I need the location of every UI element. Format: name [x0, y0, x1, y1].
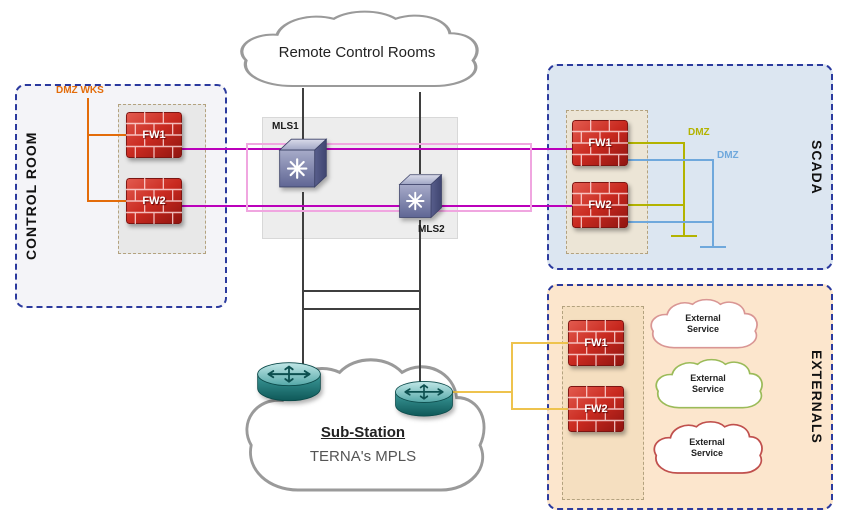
scada-dmz2-branch-fw1 [628, 159, 714, 161]
switch-icon [398, 173, 443, 219]
firewall-icon [568, 320, 624, 366]
scada-firewall-1: FW1 [572, 120, 628, 166]
cloud-icon [240, 10, 479, 87]
scada-firewall-2: FW2 [572, 182, 628, 228]
router-icon [395, 381, 453, 417]
link-remotecloud-mls2 [419, 92, 421, 174]
cloud-icon [655, 358, 763, 409]
firewall-label: FW1 [584, 337, 608, 349]
remote-control-rooms-cloud: Remote Control Rooms [228, 6, 486, 102]
dmz-wks-label: DMZ WKS [56, 85, 104, 96]
mls1-label: MLS1 [272, 121, 299, 132]
redundant-link-right [530, 143, 532, 212]
scada-dmz1-branch-fw2 [628, 204, 684, 206]
core-switch-mls1 [278, 135, 328, 192]
dmz-wks-trunk [87, 98, 89, 202]
scada-dmz1-rail [683, 142, 685, 236]
firewall-icon [568, 386, 624, 432]
firewall-label: FW2 [588, 199, 612, 211]
substation-title: Sub-Station [320, 424, 406, 441]
dmz-wks-branch-fw2 [87, 200, 126, 202]
crossbar-link-2 [302, 308, 421, 310]
externals-link-fw1 [511, 342, 569, 344]
scada-dmz2-rail [712, 159, 714, 247]
core-switch-mls2 [398, 171, 443, 222]
external-service-label: External Service [690, 373, 726, 395]
firewall-icon [572, 120, 628, 166]
firewall-icon [126, 112, 182, 158]
externals-firewall-2: FW2 [568, 386, 624, 432]
externals-zone-label: EXTERNALS [809, 350, 825, 444]
router-2 [394, 379, 454, 421]
dmz-wks-branch-fw1 [87, 134, 126, 136]
core-link-row1 [180, 148, 572, 150]
core-link-row2 [180, 205, 572, 207]
externals-feed-from-router2 [450, 391, 513, 393]
scada-dmz2-stub [700, 246, 726, 248]
scada-zone-label: SCADA [809, 139, 825, 195]
firewall-icon [126, 178, 182, 224]
mls2-label: MLS2 [418, 224, 445, 235]
crossbar-link-1 [302, 290, 421, 292]
router-1 [256, 360, 322, 406]
scada-dmz1-branch-fw1 [628, 142, 684, 144]
external-service-label: External Service [685, 313, 721, 335]
externals-firewall-1: FW1 [568, 320, 624, 366]
external-service-cloud-3: External Service [648, 418, 766, 484]
firewall-label: FW2 [584, 403, 608, 415]
controlroom-firewall-1: FW1 [126, 112, 182, 158]
remote-cloud-label: Remote Control Rooms [278, 44, 436, 61]
externals-rail [511, 342, 513, 410]
firewall-label: FW2 [142, 195, 166, 207]
link-remotecloud-mls1 [302, 88, 304, 140]
externals-link-fw2 [511, 408, 569, 410]
cloud-icon [653, 421, 763, 474]
scada-dmz1-label: DMZ [688, 127, 710, 138]
external-service-label: External Service [689, 437, 725, 459]
controlroom-firewall-2: FW2 [126, 178, 182, 224]
redundant-link-left [246, 143, 248, 212]
scada-dmz2-label: DMZ [717, 150, 739, 161]
switch-icon [278, 138, 328, 188]
firewall-label: FW1 [142, 129, 166, 141]
cloud-icon [650, 298, 758, 349]
external-service-cloud-2: External Service [650, 356, 766, 418]
firewall-icon [572, 182, 628, 228]
link-mls1-router1 [302, 192, 304, 374]
control-room-zone-label: CONTROL ROOM [23, 131, 39, 261]
scada-dmz1-stub [671, 235, 697, 237]
redundant-link-bottom [246, 210, 532, 212]
scada-dmz2-branch-fw2 [628, 221, 714, 223]
substation-subtitle: TERNA's MPLS [309, 448, 417, 465]
router-icon [257, 362, 321, 402]
redundant-link-top [246, 143, 532, 145]
firewall-label: FW1 [588, 137, 612, 149]
external-service-cloud-1: External Service [645, 296, 761, 358]
